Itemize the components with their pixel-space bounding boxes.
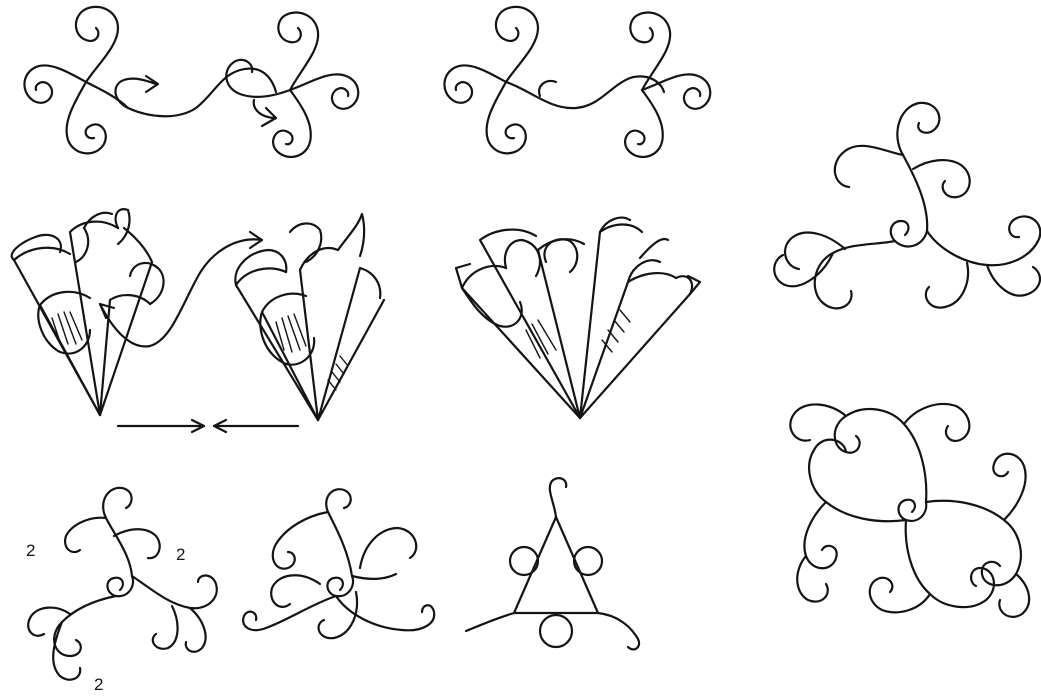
triangle-circle-motif bbox=[466, 478, 639, 649]
pinwheel-swirl-square bbox=[790, 404, 1029, 617]
cone-bouquet-full bbox=[456, 218, 700, 418]
cone-bouquet-with-arrows bbox=[12, 209, 384, 432]
label-2-right: 2 bbox=[176, 545, 185, 564]
swirl-pair-joined bbox=[444, 7, 710, 157]
swirl-pair-with-arrows bbox=[24, 7, 358, 157]
label-2-bottom: 2 bbox=[94, 675, 103, 694]
label-2-left: 2 bbox=[26, 541, 35, 560]
triskele-swirl-large bbox=[774, 103, 1040, 309]
triskele-swirl-numbered: 2 2 2 bbox=[26, 488, 217, 694]
triskele-swirl-double bbox=[243, 489, 434, 638]
